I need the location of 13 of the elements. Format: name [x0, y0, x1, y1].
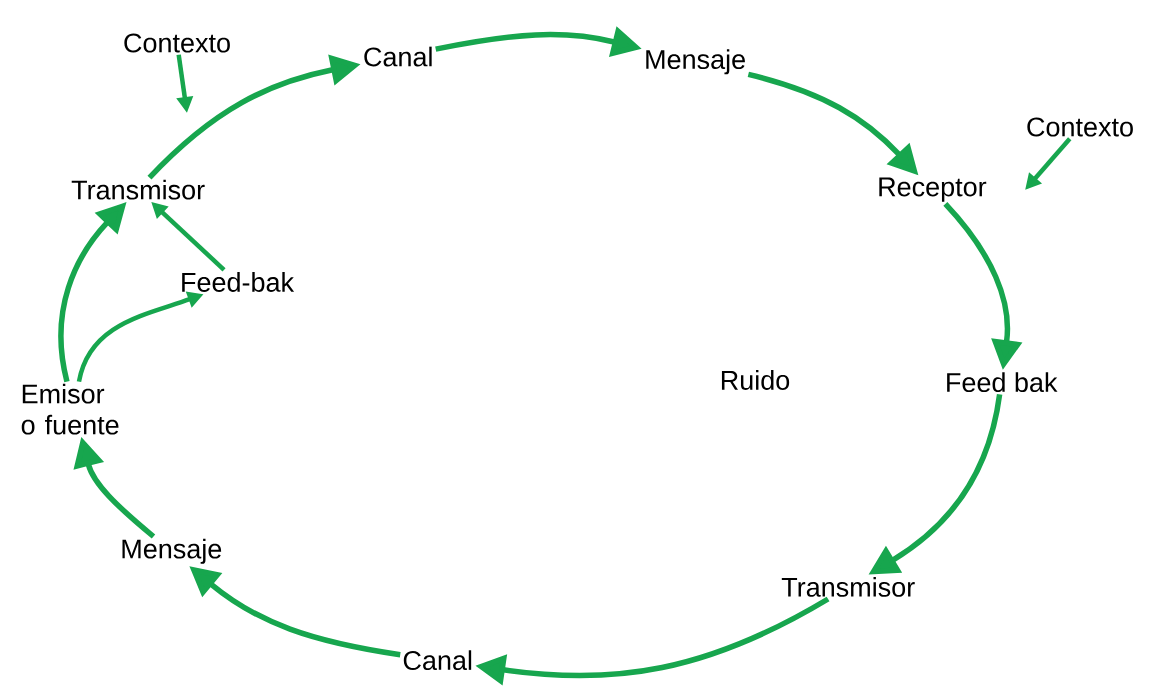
stage-label: Contexto [124, 33, 230, 53]
stage-label: Canal [364, 46, 432, 67]
stage-label: Ruido [721, 370, 790, 390]
stage-label: Transmisor [71, 179, 205, 200]
stage-label: Transmisor [781, 576, 915, 597]
stage-label: Mensaje [646, 49, 745, 75]
stage-label: Receptor [879, 177, 987, 202]
stage-label: Mensaje [122, 538, 222, 564]
stage-label: Feed-bak [182, 272, 295, 292]
stage-label: Emisor o fuente [21, 383, 119, 435]
stage-label: Contexto [1027, 117, 1133, 137]
stage-label: Canal [403, 650, 472, 671]
stage-label: Feed bak [947, 372, 1058, 393]
